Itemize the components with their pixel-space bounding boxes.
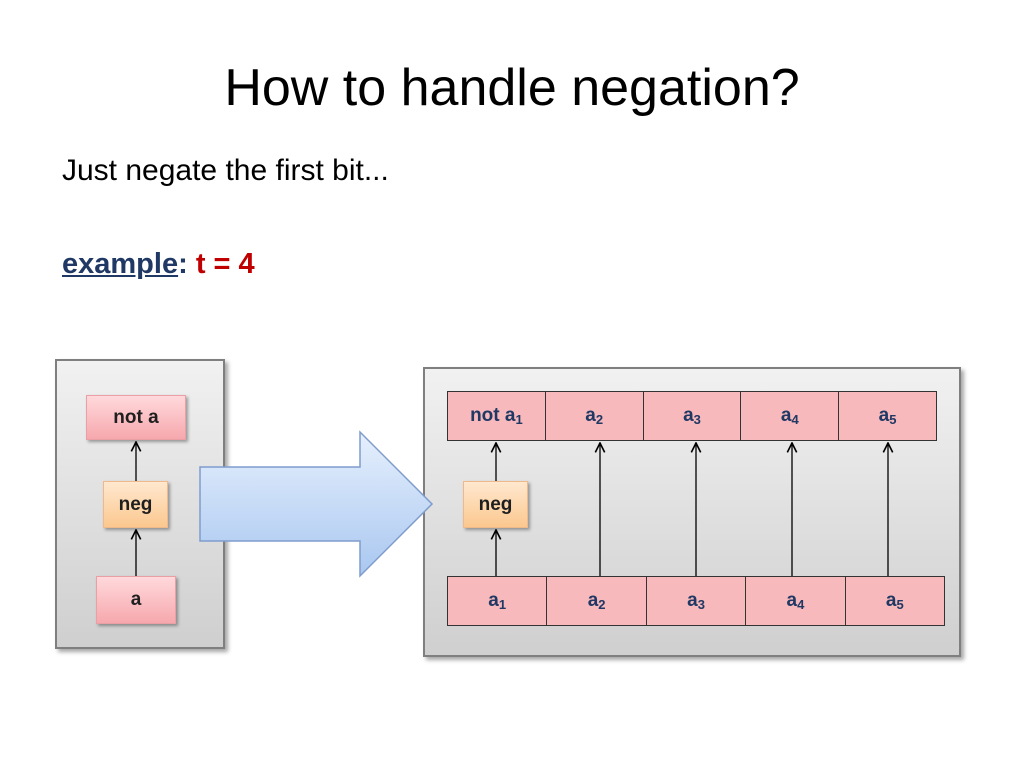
not-a-box: not a: [86, 395, 186, 440]
example-line: example: t = 4: [62, 250, 255, 279]
example-value: t = 4: [195, 248, 255, 280]
left-neg-box: neg: [103, 481, 168, 528]
example-colon: :: [178, 248, 188, 280]
right-neg-box: neg: [463, 481, 528, 528]
slide-subtitle: Just negate the first bit...: [62, 154, 389, 187]
slide-title: How to handle negation?: [224, 59, 800, 117]
transform-arrow: [199, 430, 434, 578]
a-box: a: [96, 576, 176, 624]
example-word: example: [62, 248, 179, 280]
